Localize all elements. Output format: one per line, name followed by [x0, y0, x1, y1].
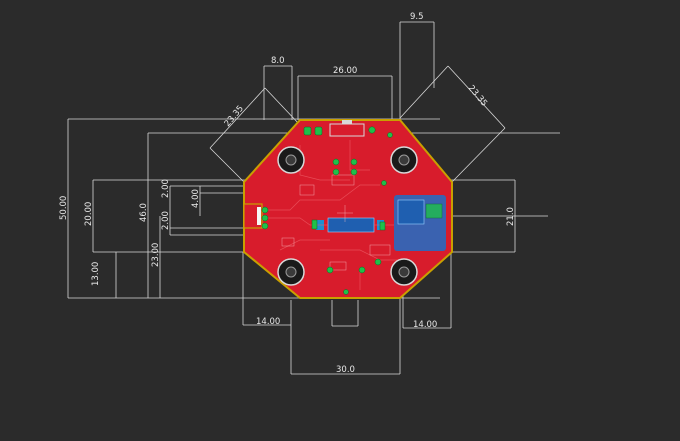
dim-left-4: 4.00: [191, 189, 201, 208]
dim-right-21: 21.0: [506, 207, 516, 226]
dim-left-mid: 20.00: [84, 202, 94, 226]
header-pad-icon: [243, 203, 269, 230]
mounting-hole-icon: [277, 146, 418, 286]
dim-left-2b: 2.00: [161, 211, 171, 230]
dim-left-46: 46.0: [139, 203, 149, 222]
dim-left-2a: 2.00: [161, 179, 171, 198]
dim-diag-right: 23.35: [466, 84, 489, 109]
pcb-board: [243, 119, 453, 299]
dim-top-flat: 26.00: [333, 66, 357, 76]
dim-top-right: 9.5: [410, 12, 424, 22]
dim-bottom-width: 30.0: [336, 365, 355, 375]
pads: [303, 126, 393, 295]
dim-left-total: 50.00: [59, 196, 69, 220]
dim-top-narrow: 8.0: [271, 56, 285, 66]
dim-diag-left: 23.35: [223, 104, 246, 129]
dim-bottom-left: 14.00: [256, 317, 280, 327]
dim-bottom-right: 14.00: [413, 320, 437, 330]
dim-left-13: 13.00: [91, 262, 101, 286]
dim-left-23: 23.00: [151, 243, 161, 267]
